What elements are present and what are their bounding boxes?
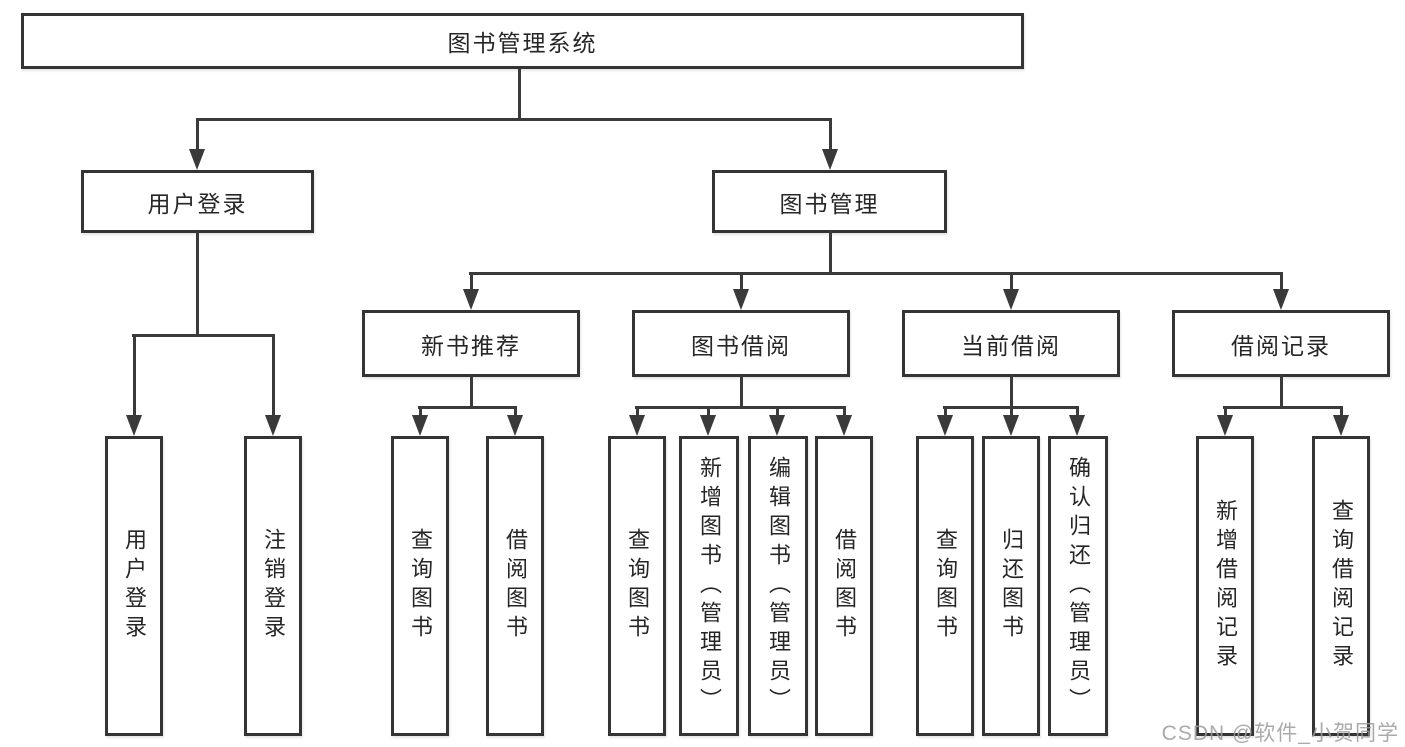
connector-line [636, 406, 639, 418]
node-library-system: 图书管理系统 [21, 13, 1024, 69]
leaf-borrow-books-recommend: 借阅图书 [486, 436, 544, 736]
connector-line [1010, 272, 1013, 292]
connector-line [843, 406, 846, 418]
connector-line [132, 334, 275, 337]
connector-line [470, 375, 473, 408]
node-user-login-label: 用户登录 [147, 190, 248, 217]
leaf-edit-books-admin-label: 编辑图书（管理员） [766, 455, 791, 717]
connector-line [196, 231, 199, 337]
connector-line [133, 334, 136, 417]
connector-line [1076, 406, 1079, 418]
connector-line [272, 334, 275, 417]
arrowhead-down-icon [1069, 415, 1085, 436]
node-current-borrowing: 当前借阅 [902, 310, 1120, 377]
connector-line [740, 272, 743, 292]
leaf-user-login-label: 用户登录 [122, 528, 147, 644]
leaf-query-books-borrow: 查询图书 [608, 436, 666, 736]
connector-line [419, 406, 422, 418]
arrowhead-down-icon [1333, 415, 1349, 436]
leaf-add-books-admin: 新增图书（管理员） [679, 436, 739, 736]
connector-line [196, 118, 199, 151]
node-book-management: 图书管理 [712, 170, 947, 233]
node-book-management-label: 图书管理 [779, 190, 880, 217]
arrowhead-down-icon [822, 149, 838, 170]
arrowhead-down-icon [1217, 415, 1233, 436]
watermark: CSDN @软件_小贺同学 [1161, 722, 1399, 745]
connector-line [707, 406, 710, 418]
connector-line [829, 231, 832, 274]
node-new-book-recommendation: 新书推荐 [362, 310, 580, 377]
leaf-query-books-current: 查询图书 [916, 436, 974, 736]
connector-line [944, 406, 947, 418]
leaf-add-books-admin-label: 新增图书（管理员） [697, 455, 722, 717]
leaf-logout-label: 注销登录 [261, 528, 286, 644]
arrowhead-down-icon [1273, 289, 1289, 310]
connector-line [196, 118, 832, 121]
leaf-edit-books-admin: 编辑图书（管理员） [748, 436, 808, 736]
connector-line [470, 272, 473, 292]
connector-line [1340, 406, 1343, 418]
leaf-query-borrow-record-label: 查询借阅记录 [1329, 499, 1354, 673]
node-borrowing-records-label: 借阅记录 [1231, 332, 1331, 359]
leaf-user-login: 用户登录 [105, 436, 163, 736]
leaf-query-books-borrow-label: 查询图书 [625, 528, 650, 644]
leaf-query-borrow-record: 查询借阅记录 [1312, 436, 1370, 736]
connector-line [829, 118, 832, 151]
node-book-borrowing: 图书借阅 [632, 310, 850, 377]
arrowhead-down-icon [629, 415, 645, 436]
connector-line [776, 406, 779, 418]
node-user-login: 用户登录 [81, 170, 314, 233]
leaf-query-books-recommend: 查询图书 [391, 436, 449, 736]
leaf-confirm-return-admin: 确认归还（管理员） [1048, 436, 1108, 736]
arrowhead-down-icon [769, 415, 785, 436]
leaf-query-books-recommend-label: 查询图书 [408, 528, 433, 644]
leaf-confirm-return-admin-label: 确认归还（管理员） [1066, 455, 1091, 717]
arrowhead-down-icon [836, 415, 852, 436]
connector-line [1010, 406, 1013, 418]
connector-line [1280, 272, 1283, 292]
leaf-borrow-books-label: 借阅图书 [832, 528, 857, 644]
arrowhead-down-icon [189, 149, 205, 170]
arrowhead-down-icon [700, 415, 716, 436]
arrowhead-down-icon [126, 415, 142, 436]
arrowhead-down-icon [265, 415, 281, 436]
leaf-add-borrow-record-label: 新增借阅记录 [1213, 499, 1238, 673]
arrowhead-down-icon [733, 289, 749, 310]
leaf-return-books: 归还图书 [982, 436, 1040, 736]
leaf-borrow-books: 借阅图书 [815, 436, 873, 736]
node-new-book-recommendation-label: 新书推荐 [421, 332, 521, 359]
arrowhead-down-icon [412, 415, 428, 436]
leaf-query-books-current-label: 查询图书 [933, 528, 958, 644]
connector-line [740, 375, 743, 408]
leaf-logout: 注销登录 [244, 436, 302, 736]
arrowhead-down-icon [463, 289, 479, 310]
connector-line [1280, 375, 1283, 408]
node-library-system-label: 图书管理系统 [447, 30, 598, 56]
connector-line [469, 272, 1283, 275]
connector-line [418, 406, 517, 409]
arrowhead-down-icon [1003, 289, 1019, 310]
arrowhead-down-icon [937, 415, 953, 436]
leaf-add-borrow-record: 新增借阅记录 [1196, 436, 1254, 736]
connector-line [1224, 406, 1227, 418]
connector-line [635, 406, 846, 409]
connector-line [1010, 375, 1013, 408]
arrowhead-down-icon [1003, 415, 1019, 436]
leaf-borrow-books-recommend-label: 借阅图书 [503, 528, 528, 644]
node-current-borrowing-label: 当前借阅 [961, 332, 1061, 359]
connector-line [1223, 406, 1343, 409]
connector-line [514, 406, 517, 418]
node-borrowing-records: 借阅记录 [1172, 310, 1390, 377]
leaf-return-books-label: 归还图书 [999, 528, 1024, 644]
connector-line [518, 69, 521, 120]
arrowhead-down-icon [507, 415, 523, 436]
node-book-borrowing-label: 图书借阅 [691, 332, 791, 359]
